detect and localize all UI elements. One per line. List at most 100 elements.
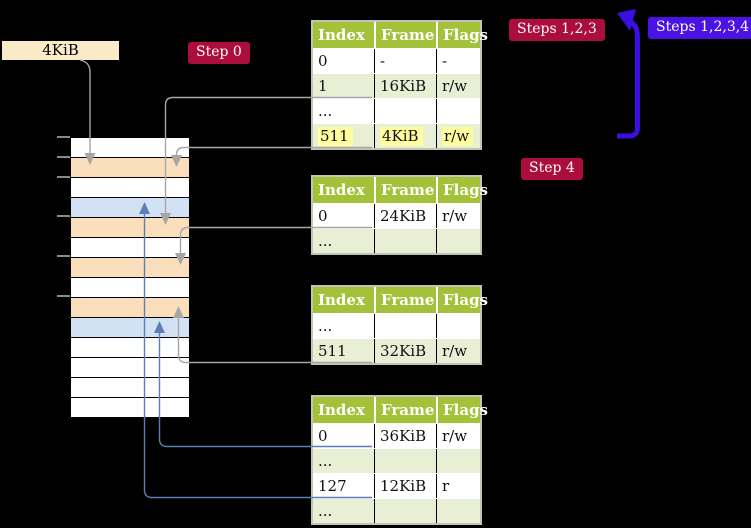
address-tick <box>57 295 70 297</box>
table-cell: 36KiB <box>374 424 436 448</box>
table-cell: 511 <box>313 124 374 148</box>
column-header-index: Index <box>318 26 365 44</box>
table-cell <box>374 314 436 338</box>
memory-row-white <box>71 237 189 257</box>
table-cell: r/w <box>436 204 480 228</box>
memory-row-white <box>71 177 189 197</box>
memory-row-wheat <box>71 157 189 177</box>
column-header-frame: Frame <box>374 22 436 48</box>
table-cell: 16KiB <box>374 74 436 98</box>
table-cell: ... <box>318 452 333 470</box>
column-header-flags: Flags <box>436 397 488 423</box>
column-header-frame: Frame <box>374 397 436 423</box>
badge-step-4: Step 4 <box>521 158 583 180</box>
table-row: ... <box>313 313 480 338</box>
address-tick <box>57 136 70 138</box>
memory-row-white <box>71 377 189 397</box>
table-cell: ... <box>318 317 333 335</box>
table-cell: r <box>436 474 480 498</box>
table-cell: 511 <box>318 342 347 360</box>
column-header-index: Index <box>318 181 365 199</box>
big-loop-arrowhead <box>617 9 636 31</box>
big-loop-arrow <box>617 9 640 139</box>
badge-steps-1-2-3: Steps 1,2,3 <box>509 19 605 41</box>
table-cell: 0 <box>318 207 328 225</box>
table-row: ... <box>313 498 480 523</box>
memory-row-white <box>71 277 189 297</box>
memory-row-wheat <box>71 217 189 237</box>
table-cell: - <box>374 49 436 73</box>
memory-row-blue <box>71 197 189 217</box>
column-header-frame: Frame <box>374 177 436 203</box>
table-row: ... <box>313 228 480 253</box>
highlighted-value: 511 <box>318 126 353 146</box>
memory-row-white <box>71 397 189 417</box>
memory-row-white <box>71 357 189 377</box>
table-cell: ... <box>318 502 333 520</box>
table-cell: ... <box>318 232 333 250</box>
badge-step-0: Step 0 <box>188 42 250 64</box>
table-cell: r/w <box>436 74 480 98</box>
frame-size-label: 4KiB <box>2 41 119 60</box>
column-header-index: Index <box>318 401 365 419</box>
address-tick <box>57 255 70 257</box>
table-cell <box>374 229 436 253</box>
column-header-flags: Flags <box>436 177 488 203</box>
table-cell <box>436 499 480 523</box>
table-cell: 1 <box>318 77 328 95</box>
table-cell <box>436 99 480 123</box>
highlighted-value: r/w <box>442 126 474 146</box>
table-cell: 127 <box>318 477 347 495</box>
column-header-index: Index <box>318 291 365 309</box>
column-header-flags: Flags <box>436 287 488 313</box>
table-cell <box>374 499 436 523</box>
table-row: ... <box>313 448 480 473</box>
memory-row-white <box>71 337 189 357</box>
table-cell: r/w <box>436 424 480 448</box>
table-cell: 24KiB <box>374 204 436 228</box>
address-tick <box>57 176 70 178</box>
table-cell: 32KiB <box>374 339 436 363</box>
memory-row-wheat <box>71 297 189 317</box>
table-cell: 4KiB <box>374 124 436 148</box>
table-row: 0-- <box>313 48 480 73</box>
memory-row-wheat <box>71 257 189 277</box>
table-cell <box>436 314 480 338</box>
table-row: ... <box>313 98 480 123</box>
table-cell <box>436 449 480 473</box>
table-cell: r/w <box>436 124 480 148</box>
table-cell: 0 <box>318 427 328 445</box>
badge-steps-1-2-3-4: Steps 1,2,3,4 <box>648 17 751 39</box>
column-header-frame: Frame <box>374 287 436 313</box>
physical-memory-column <box>70 137 190 418</box>
big-loop-arrow-line <box>617 19 640 139</box>
address-tick <box>57 156 70 158</box>
table-cell: 0 <box>318 52 328 70</box>
address-tick <box>57 215 70 217</box>
memory-row-white <box>71 138 189 157</box>
highlighted-value: 4KiB <box>380 126 423 146</box>
table-cell: 12KiB <box>374 474 436 498</box>
table-cell: ... <box>318 102 333 120</box>
table-cell <box>374 99 436 123</box>
column-header-flags: Flags <box>436 22 488 48</box>
table-cell <box>374 449 436 473</box>
table-cell <box>436 229 480 253</box>
table-row: 511 4KiB r/w <box>313 123 480 148</box>
memory-row-blue <box>71 317 189 337</box>
table-cell: r/w <box>436 339 480 363</box>
